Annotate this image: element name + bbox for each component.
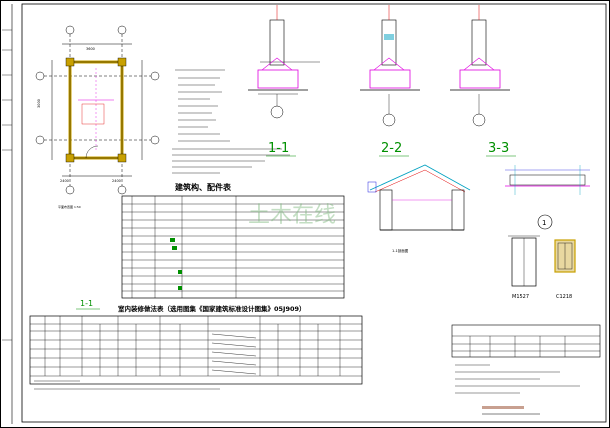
roof-section: 1-1剖面图 (367, 164, 471, 253)
svg-text:2400: 2400 (60, 179, 69, 183)
section-title-1-1: 1-1 (268, 141, 289, 156)
schedule-notes (455, 364, 580, 394)
svg-text:1-1剖面图: 1-1剖面图 (392, 248, 409, 253)
watermark: 土木在线 (248, 203, 336, 228)
components-table-title: 建筑构、配件表 (174, 182, 232, 192)
inner-frame (21, 3, 607, 423)
svg-text:3600: 3600 (86, 47, 95, 51)
finish-notes (34, 380, 220, 390)
floor-plan: 2400 2400 3600 3000 平面布置图 1:50 (35, 25, 160, 209)
window-detail (554, 239, 576, 273)
door-window-schedule (451, 324, 601, 358)
door-detail (508, 235, 540, 287)
finish-schedule-table (29, 315, 363, 385)
title-stamp (482, 406, 524, 409)
svg-text:1: 1 (542, 219, 546, 227)
svg-text:2400: 2400 (112, 179, 121, 183)
general-notes (172, 69, 290, 174)
svg-text:3000: 3000 (37, 99, 41, 108)
door-label: M1527 (512, 294, 529, 300)
eave-detail (505, 165, 590, 195)
section-title-1-1-bottom: 1-1 (80, 299, 93, 308)
section-title-3-3: 3-3 (488, 141, 509, 156)
section-1-1 (248, 5, 320, 119)
finish-table-title: 室内装修做法表（选用图集《国家建筑标准设计图集》05J909） (118, 304, 306, 313)
components-table (121, 195, 345, 299)
section-title-2-2: 2-2 (381, 141, 402, 156)
section-3-3 (450, 5, 510, 127)
section-2-2 (360, 5, 420, 127)
window-label: C1218 (556, 294, 572, 300)
left-binding-ticks (2, 29, 12, 341)
svg-text:平面布置图 1:50: 平面布置图 1:50 (58, 204, 81, 209)
